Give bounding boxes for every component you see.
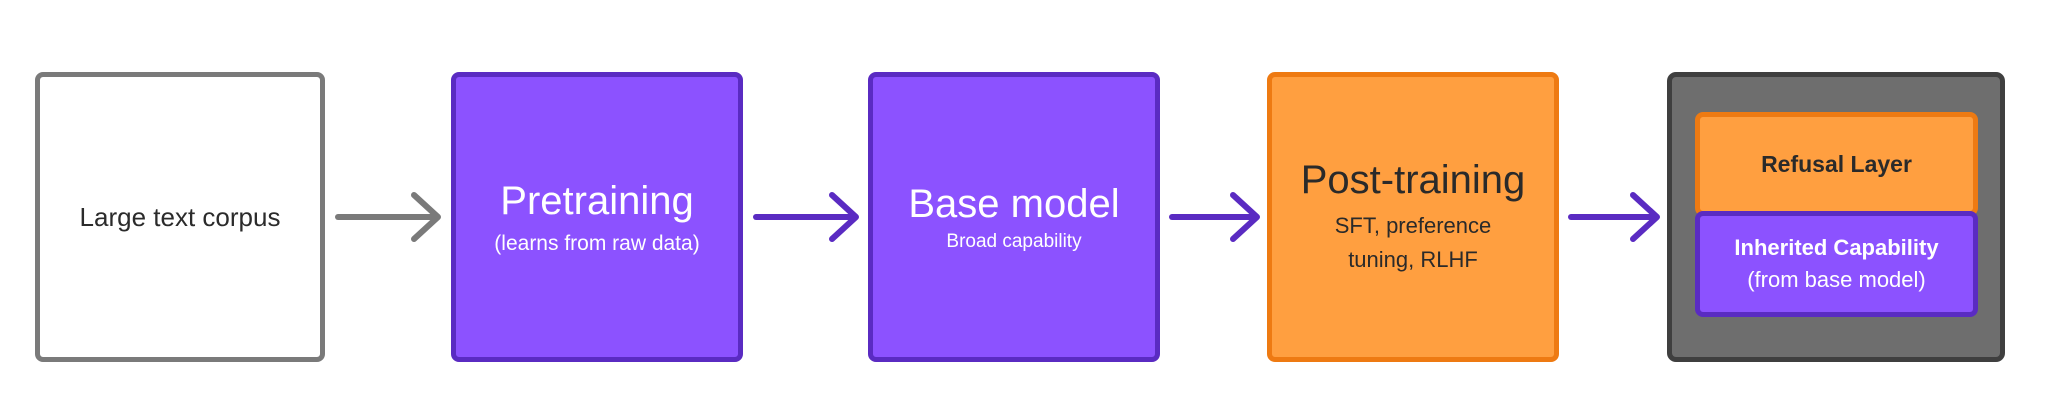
inherited-capability-box: Inherited Capability (from base model) xyxy=(1695,211,1978,317)
corpus-node: Large text corpus xyxy=(35,72,325,362)
pretraining-sublabel: (learns from raw data) xyxy=(494,232,700,255)
post-training-label: Post-training xyxy=(1300,158,1526,202)
base-model-label: Base model xyxy=(908,182,1120,226)
inherited-capability-label: Inherited Capability xyxy=(1734,235,1939,260)
base-model-node: Base model Broad capability xyxy=(868,72,1160,362)
arrow-base-model-to-post-training xyxy=(1169,192,1260,242)
arrow-post-training-to-final-model xyxy=(1568,192,1660,242)
base-model-sublabel: Broad capability xyxy=(946,231,1082,252)
post-training-sublabel: SFT, preference tuning, RLHF xyxy=(1334,213,1492,272)
pretraining-node: Pretraining (learns from raw data) xyxy=(451,72,743,362)
corpus-label: Large text corpus xyxy=(79,201,281,232)
inherited-capability-sublabel: (from base model) xyxy=(1747,267,1926,292)
arrow-corpus-to-pretraining xyxy=(335,192,441,242)
refusal-layer-box: Refusal Layer xyxy=(1695,112,1978,216)
final-model-node: Refusal Layer Inherited Capability (from… xyxy=(1667,72,2005,362)
arrow-pretraining-to-base-model xyxy=(753,192,859,242)
pretraining-label: Pretraining xyxy=(500,179,694,223)
refusal-layer-label: Refusal Layer xyxy=(1761,150,1912,177)
post-training-node: Post-training SFT, preference tuning, RL… xyxy=(1267,72,1559,362)
